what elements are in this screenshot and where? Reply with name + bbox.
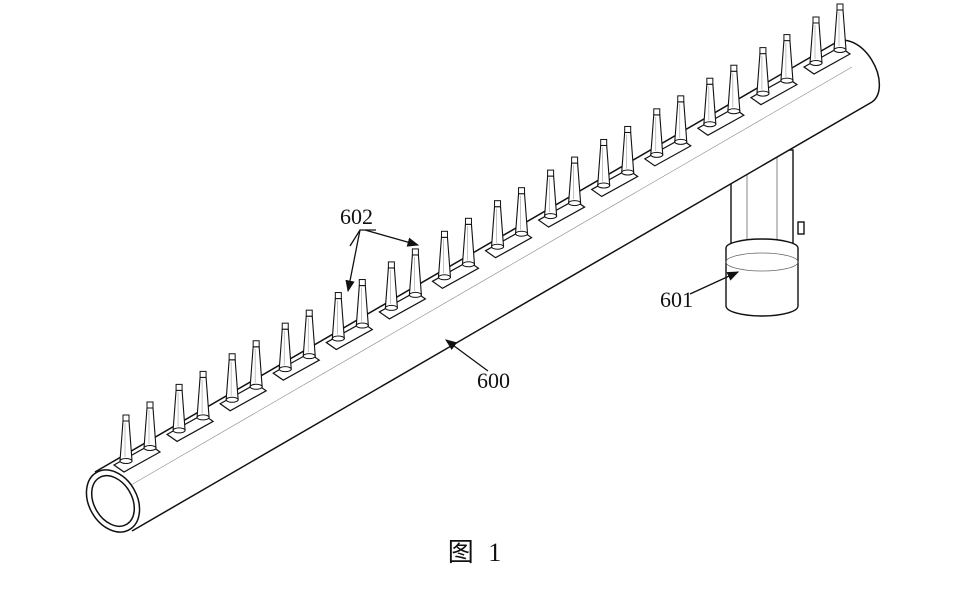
leader-602-b (364, 229, 420, 247)
nozzle (278, 322, 292, 373)
nozzle-mount-plate (537, 199, 586, 228)
nozzle (780, 34, 794, 84)
nozzle (437, 230, 452, 281)
nozzle (809, 16, 823, 66)
nozzle (302, 309, 316, 360)
nozzle (225, 353, 239, 403)
nozzle (355, 279, 369, 329)
nozzle (408, 248, 422, 298)
leader-600 (445, 339, 489, 372)
nozzle-mount-plate (272, 352, 321, 381)
figure-caption: 图 1 (447, 538, 506, 567)
nozzle (568, 156, 582, 207)
nozzle (674, 95, 688, 145)
nozzle-mount-plate (802, 46, 852, 75)
nozzle (756, 47, 770, 97)
nozzle-row (112, 3, 852, 473)
nozzle (703, 77, 717, 128)
nozzle (119, 414, 133, 464)
label-602: 602 (340, 204, 373, 229)
nozzle (650, 108, 664, 158)
nozzle (621, 125, 635, 176)
nozzle (833, 3, 847, 53)
leader-lines (345, 229, 740, 372)
nozzle (490, 200, 505, 250)
nozzle (249, 340, 263, 390)
nozzle-mount-plate (590, 168, 639, 198)
nozzle-mount-plate (749, 76, 799, 106)
nozzle (544, 169, 558, 220)
label-600: 600 (477, 368, 510, 393)
nozzle (597, 138, 611, 189)
nozzle (727, 64, 741, 115)
nozzle-mount-plate (112, 444, 162, 473)
nozzle (461, 217, 476, 268)
nozzle (514, 187, 529, 237)
nozzle (143, 401, 157, 451)
nozzle-mount-plate (325, 321, 374, 351)
label-601: 601 (660, 287, 693, 312)
nozzle (384, 261, 398, 311)
nozzle-mount-plate (484, 229, 533, 259)
nozzle-mount-plate (696, 107, 745, 136)
leader-602-a (345, 229, 361, 293)
nozzle-mount-plate (165, 413, 215, 443)
nozzle (196, 370, 210, 421)
nozzle-mount-plate (431, 260, 480, 290)
nozzle-mount-plate (219, 383, 268, 412)
nozzle (172, 383, 186, 434)
leader-601 (689, 271, 740, 295)
nozzle-mount-plate (378, 291, 427, 320)
nozzle-mount-plate (643, 138, 692, 167)
pipe-open-end (85, 469, 141, 533)
nozzle (331, 292, 345, 342)
